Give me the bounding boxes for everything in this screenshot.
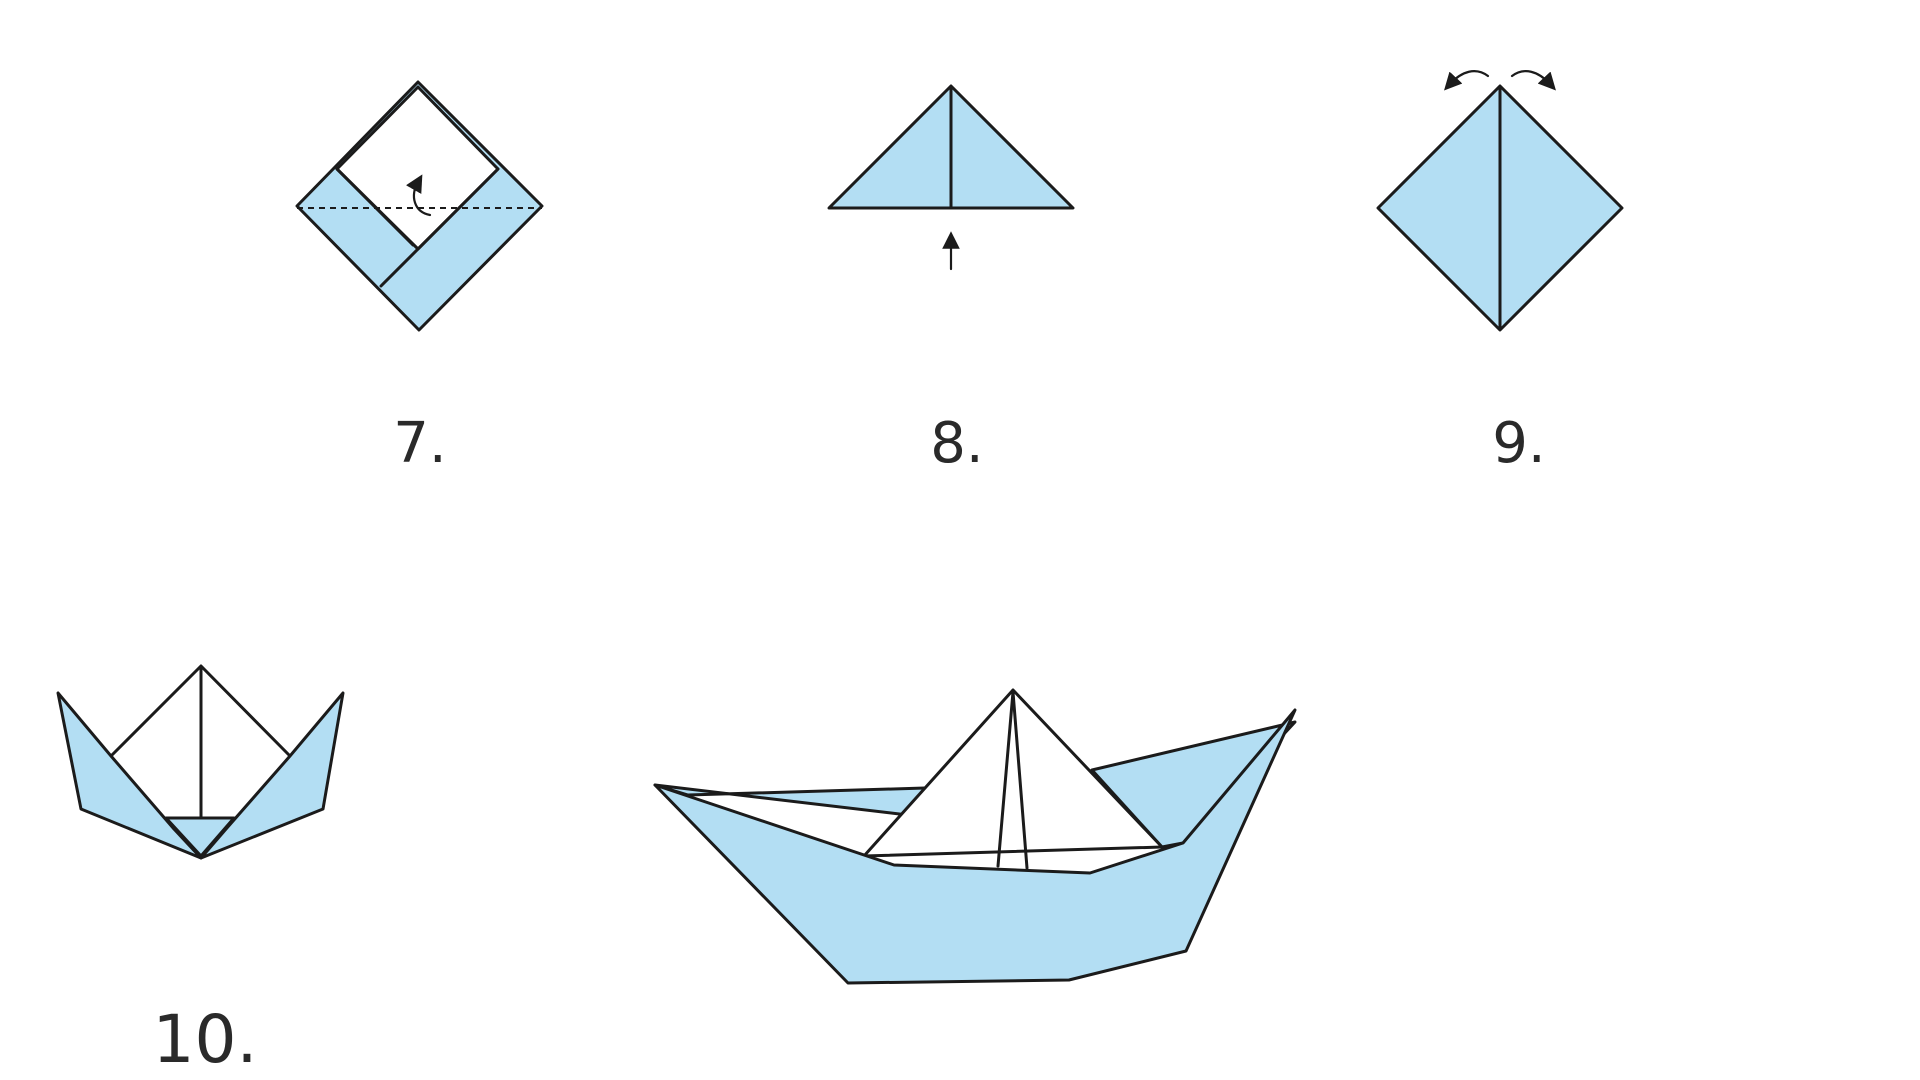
step-9-figure [1376, 70, 1624, 332]
step-10-figure [56, 664, 345, 860]
step-7-fold-arrow [405, 174, 432, 217]
step-9-label: 9. [1492, 411, 1545, 476]
step-9-pull-arrow-left [1444, 70, 1490, 91]
step-10-left-flap [56, 691, 203, 860]
boat-sail [862, 688, 1164, 858]
step-10-label: 10. [153, 1001, 258, 1078]
boat-hull [653, 708, 1297, 985]
step-9-pull-arrow-right [1510, 70, 1556, 91]
step-7-label: 7. [393, 411, 446, 476]
step-10-right-flap [199, 691, 345, 860]
step-7-inner-edge-right [379, 167, 500, 288]
boat-sail-crease-right [1011, 690, 1029, 870]
finished-paper-boat [653, 688, 1297, 985]
boat-sail-crease-left [996, 690, 1015, 868]
step-8-figure [827, 84, 1075, 271]
step-7-figure [295, 80, 544, 332]
step-7-outline [295, 80, 544, 332]
step-8-label: 8. [930, 411, 983, 476]
